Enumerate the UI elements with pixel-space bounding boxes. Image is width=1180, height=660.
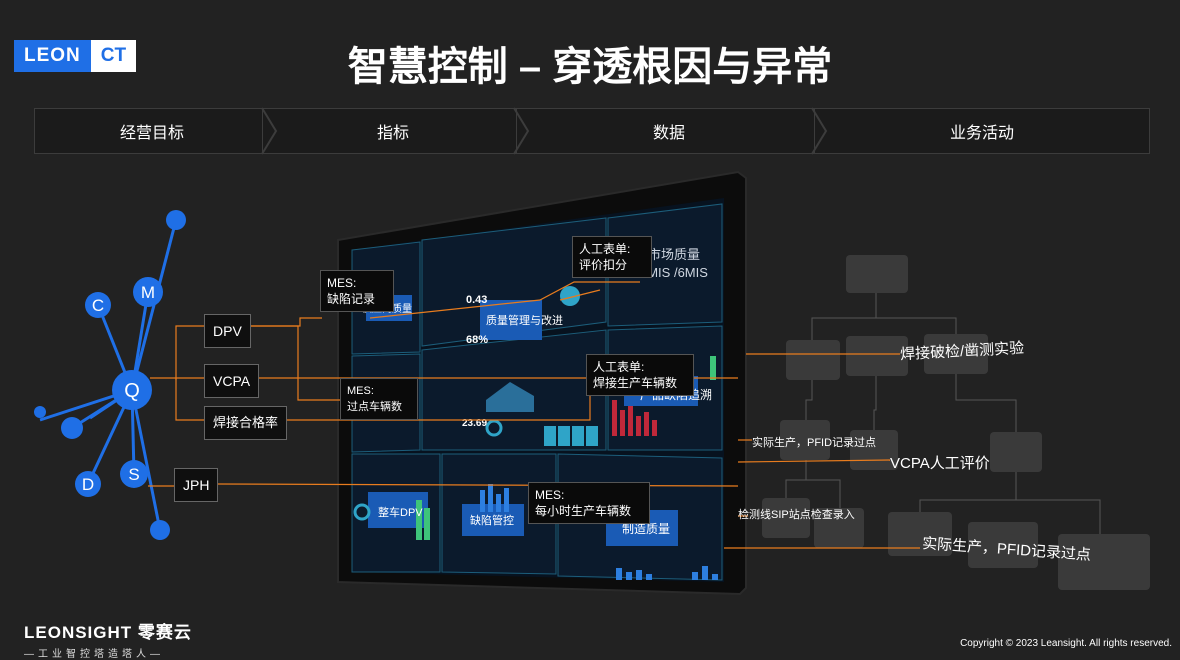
panel-quality-management: 质量管理与改进 <box>486 315 563 327</box>
step-label: 指标 <box>376 125 409 142</box>
node-d-label: D <box>82 475 94 494</box>
label-mes-defect: MES: 缺陷记录 <box>320 270 394 312</box>
node-s-label: S <box>128 465 139 484</box>
panel-vehicle-dpv: 整车DPV <box>378 507 423 519</box>
kpi-value-1: 0.43 <box>466 294 488 306</box>
step-business-activity: 业务活动 <box>814 108 1150 154</box>
label-mes-hourly: MES: 每小时生产车辆数 <box>528 482 650 524</box>
kpi-value-2: 68% <box>466 334 489 346</box>
tag-dpv: DPV <box>204 314 251 348</box>
step-label: 数据 <box>652 125 685 142</box>
slide-title: 智慧控制 – 穿透根因与异常 <box>347 45 833 89</box>
step-label: 业务活动 <box>949 125 1014 142</box>
node-s <box>120 460 148 488</box>
label-mes-pass-count: MES: 过点车辆数 <box>340 378 418 420</box>
label-manual-score: 人工表单: 评价扣分 <box>572 236 652 278</box>
node-m <box>133 277 163 307</box>
panel-manufacturing-quality: 制造质量 <box>622 522 671 536</box>
logo-part2: CT <box>90 40 137 72</box>
node-q <box>112 370 152 410</box>
node-c-label: C <box>92 296 104 315</box>
step-business-goal: 经营目标 <box>34 108 270 154</box>
node-d <box>75 471 101 497</box>
footer-brand: LEONSIGHT 零赛云 <box>24 623 192 642</box>
node-q-label: Q <box>124 380 140 402</box>
activity-vcpa-eval: VCPA人工评价 <box>890 455 990 472</box>
mcqds-network: M C Q D S <box>34 210 186 540</box>
panel-defect-control: 缺陷管控 <box>470 515 514 527</box>
logo-part1: LEON <box>14 40 91 72</box>
step-label: 经营目标 <box>119 125 184 142</box>
tag-jph: JPH <box>174 468 219 502</box>
tag-weld-pass-rate: 焊接合格率 <box>204 406 288 440</box>
footer-logo: LEONSIGHT 零赛云 —工业智控塔造塔人— <box>24 618 192 660</box>
activity-sip-check: 检测线SIP站点检查录入 <box>738 509 855 521</box>
node-c <box>85 292 111 318</box>
label-manual-weld: 人工表单: 焊接生产车辆数 <box>586 354 694 396</box>
tag-vcpa: VCPA <box>204 364 260 398</box>
activity-actual-production-small: 实际生产，PFID记录过点 <box>752 437 877 449</box>
kpi-value-3: 23.69 <box>462 418 488 429</box>
step-data: 数据 <box>516 108 822 154</box>
brand-logo: LEON CT <box>14 40 137 72</box>
node-m-label: M <box>141 283 155 302</box>
copyright: Copyright © 2023 Leansight. All rights r… <box>960 638 1172 649</box>
footer-slogan: —工业智控塔造塔人— <box>24 649 164 660</box>
